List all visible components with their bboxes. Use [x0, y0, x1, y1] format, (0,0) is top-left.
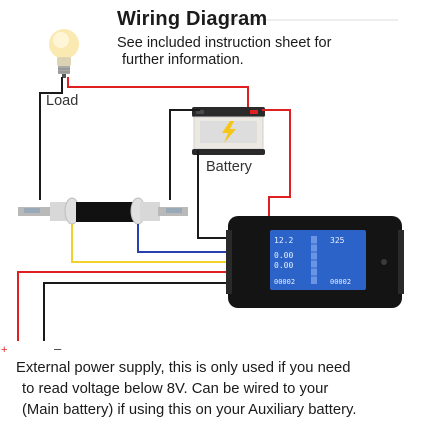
- shunt-blue-wire: [137, 224, 240, 253]
- diagram-title: Wiring Diagram: [117, 8, 268, 30]
- battery-icon: [192, 107, 265, 155]
- battery-negative-wire: [169, 109, 200, 200]
- meter-current-value: 0.00: [274, 251, 293, 260]
- meter-time-value: 00002: [330, 278, 351, 286]
- load-negative-wire: [39, 77, 63, 200]
- load-positive-wire: [67, 77, 249, 110]
- external-negative-wire: [43, 282, 240, 341]
- meter-screen: [270, 230, 366, 290]
- footer-line-1: External power supply, this is only used…: [16, 360, 351, 376]
- shunt-icon: [18, 197, 188, 225]
- meter-icon: [226, 216, 404, 308]
- plus-sign: +: [1, 344, 8, 356]
- meter-energy-value: 00002: [274, 278, 295, 286]
- minus-sign: –: [54, 341, 62, 356]
- shunt-yellow-wire: [71, 224, 240, 263]
- external-positive-wire: [17, 271, 240, 341]
- meter-capacity-value: 325: [330, 236, 345, 245]
- battery-label: Battery: [206, 159, 252, 175]
- meter-voltage-value: 12.2: [274, 236, 293, 245]
- meter-power-value: 0.00: [274, 261, 293, 270]
- battery-positive-wire: [262, 109, 291, 219]
- load-label: Load: [46, 93, 79, 109]
- subtitle-line-1: See included instruction sheet for: [117, 35, 332, 51]
- footer-line-3: (Main battery) if using this on your Aux…: [22, 402, 357, 418]
- light-bulb-icon: [49, 29, 79, 78]
- footer-line-2: to read voltage below 8V. Can be wired t…: [22, 381, 329, 397]
- subtitle-line-2: further information.: [122, 52, 244, 68]
